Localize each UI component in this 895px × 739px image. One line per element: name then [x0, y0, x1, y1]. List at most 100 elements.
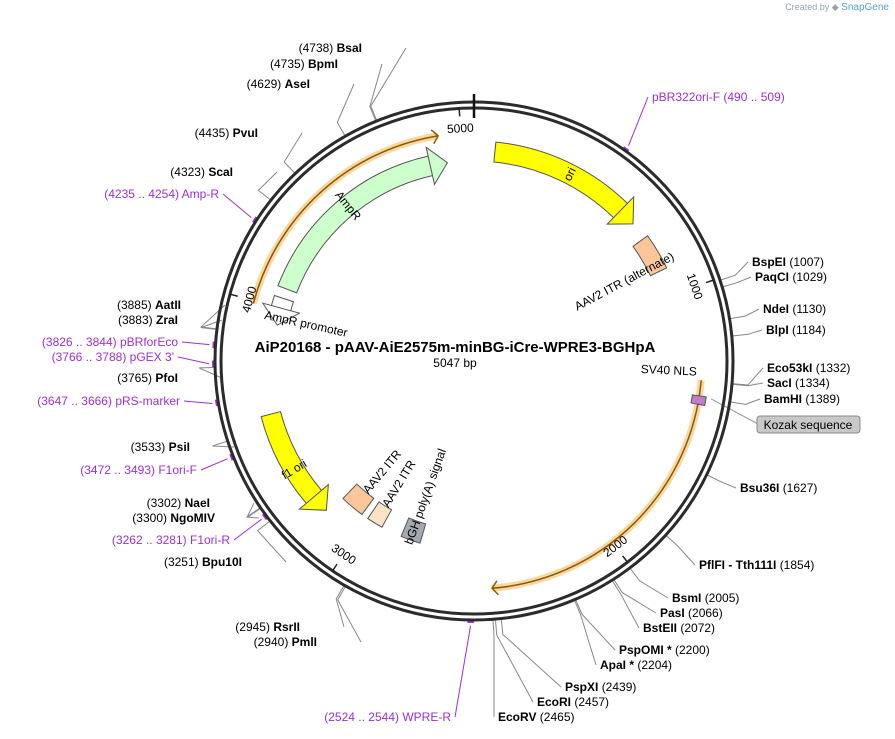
enzyme-name: BsaI — [337, 41, 362, 55]
enzyme-name: EcoRI — [537, 695, 574, 709]
enzyme-leader — [719, 261, 749, 281]
enzyme-name: NgoMIV — [170, 511, 215, 525]
feature-label-aav2-itr-alt: AAV2 ITR (alternate) — [572, 249, 676, 313]
primer-mark — [252, 216, 258, 223]
enzyme-name: BsmI — [672, 591, 705, 605]
enzyme-position: (2945) — [235, 620, 273, 634]
enzyme-leader — [337, 585, 362, 643]
enzyme-position: (2066) — [688, 606, 723, 620]
enzyme-leader — [199, 304, 226, 330]
created-by: Created by — [785, 2, 830, 12]
primer-leader — [222, 193, 252, 218]
enzyme-position: (2072) — [680, 621, 715, 635]
primer-leader — [628, 96, 649, 146]
enzyme-label: (4323) ScaI — [170, 165, 233, 179]
feature-ampr — [277, 146, 449, 294]
tick-mark — [331, 563, 338, 572]
enzyme-leader — [729, 398, 761, 405]
feature-label-sv40-nls: SV40 NLS — [640, 362, 697, 379]
enzyme-label: (3885) AatII — [117, 298, 181, 312]
primer-name: pBR322ori-F — [652, 90, 723, 104]
enzyme-label: (4738) BsaI — [299, 41, 362, 55]
enzyme-name: PflFI - Tth111I — [699, 558, 780, 572]
enzyme-leader — [212, 440, 235, 448]
primer-label: (3262 .. 3281) F1ori-R — [112, 533, 230, 547]
enzyme-leader — [500, 618, 562, 688]
feature-aav2-itr-2 — [367, 501, 393, 528]
leader-lines — [177, 47, 764, 718]
enzyme-leader — [722, 276, 752, 288]
enzyme-name: AseI — [285, 77, 310, 91]
enzyme-leader — [370, 47, 407, 122]
enzyme-label: (4435) PvuI — [195, 126, 258, 140]
enzyme-leader — [369, 63, 383, 122]
primer-name: F1ori-R — [190, 533, 230, 547]
feature-ampr-promoter — [261, 294, 301, 326]
enzyme-leader — [731, 329, 763, 337]
enzyme-leader — [200, 319, 223, 331]
primer-label: (3826 .. 3844) pBRforEco — [42, 335, 178, 349]
enzyme-name: EcoRV — [498, 710, 540, 724]
feature-arcs — [249, 129, 759, 596]
primer-range: (2524 .. 2544) — [324, 710, 402, 724]
enzyme-leader — [335, 584, 345, 628]
app-name: SnapGene — [841, 2, 889, 13]
tick-mark — [705, 279, 714, 284]
enzyme-leader — [573, 599, 597, 666]
enzyme-leader — [665, 534, 696, 566]
tick-mark — [229, 293, 238, 298]
enzyme-name: PmlI — [292, 635, 317, 649]
enzyme-label: ApaI * (2204) — [600, 658, 672, 672]
enzyme-position: (3885) — [117, 298, 155, 312]
enzyme-position: (2457) — [574, 695, 609, 709]
enzyme-label: (3883) ZraI — [118, 313, 178, 327]
enzyme-position: (3300) — [132, 511, 170, 525]
tick-label: 2000 — [600, 532, 630, 560]
enzyme-label: (3300) NgoMIV — [132, 511, 215, 525]
enzyme-name: NdeI — [763, 302, 792, 316]
primer-range: (4235 .. 4254) — [104, 187, 181, 201]
feature-label-ampr-promoter: AmpR promoter — [263, 308, 349, 340]
enzyme-name: PasI — [660, 606, 688, 620]
enzyme-leader — [492, 619, 495, 718]
primer-range: (3766 .. 3788) — [52, 350, 130, 364]
enzyme-position: (1627) — [783, 481, 818, 495]
primer-leader — [183, 400, 213, 404]
primer-name: pRS-marker — [115, 394, 180, 408]
enzyme-position: (4323) — [170, 165, 208, 179]
primer-label: (2524 .. 2544) WPRE-R — [324, 710, 451, 724]
enzyme-name: PsiI — [169, 440, 190, 454]
primer-leader — [200, 458, 228, 471]
primer-name: pGEX 3' — [130, 350, 174, 364]
primer-leader — [233, 518, 262, 541]
enzyme-label: PaqCI (1029) — [755, 270, 827, 284]
enzyme-position: (2204) — [637, 658, 672, 672]
enzyme-position: (3533) — [131, 440, 169, 454]
enzyme-label: (2940) PmlI — [254, 635, 317, 649]
primer-mark — [622, 146, 630, 152]
enzyme-position: (2439) — [602, 680, 637, 694]
enzyme-position: (1854) — [780, 558, 815, 572]
tick-label: 3000 — [329, 541, 359, 568]
enzyme-position: (3251) — [164, 555, 202, 569]
enzyme-label: (4735) BpmI — [270, 57, 338, 71]
enzyme-labels: (4738) BsaI (4735) BpmI (4629) AseI (4435) … — [37, 41, 850, 724]
enzyme-label: Bsu36I (1627) — [740, 481, 817, 495]
snapgene-logo-icon: ◆ — [831, 2, 839, 12]
tick-mark — [622, 555, 629, 563]
enzyme-position: (1389) — [805, 392, 840, 406]
primer-mark — [214, 399, 218, 407]
enzyme-name: PfoI — [155, 371, 178, 385]
enzyme-position: (4629) — [247, 77, 285, 91]
enzyme-position: (2200) — [675, 643, 710, 657]
enzyme-name: ScaI — [208, 165, 233, 179]
enzyme-position: (1334) — [795, 376, 830, 390]
primer-mark — [229, 453, 234, 461]
enzyme-leader — [494, 619, 534, 703]
enzyme-name: NaeI — [185, 496, 210, 510]
enzyme-position: (2465) — [540, 710, 575, 724]
feature-bgh — [400, 517, 427, 544]
enzyme-name: PspOMI * — [619, 643, 675, 657]
enzyme-label: SacI (1334) — [767, 376, 830, 390]
